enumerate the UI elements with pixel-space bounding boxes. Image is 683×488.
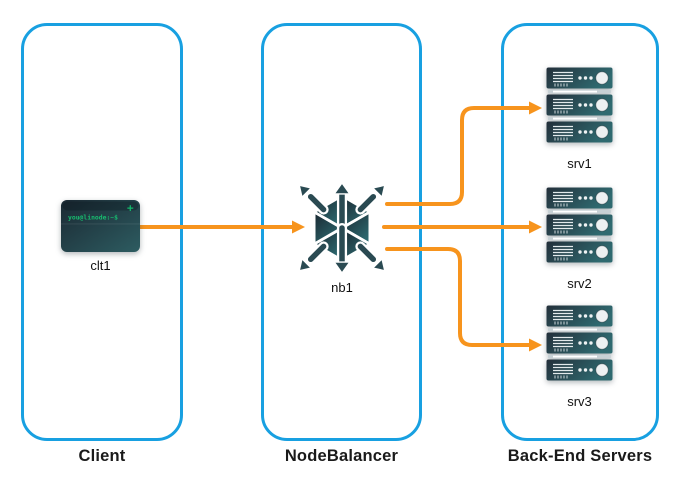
server-icon-srv3 bbox=[546, 305, 613, 381]
srv2-label: srv2 bbox=[567, 276, 592, 291]
nodebalancer-icon bbox=[296, 182, 388, 274]
client-zone-title: Client bbox=[78, 447, 126, 465]
client-zone bbox=[21, 23, 183, 441]
nodebalancer-zone-title: NodeBalancer bbox=[284, 447, 399, 465]
backend-zone-title: Back-End Servers bbox=[507, 447, 653, 465]
nodebalancer-zone bbox=[261, 23, 422, 441]
server-icon-srv1 bbox=[546, 67, 613, 143]
terminal-window-control: + bbox=[127, 202, 134, 215]
arrow-nb1-to-srv2 bbox=[382, 220, 542, 234]
nb1-label: nb1 bbox=[331, 280, 353, 295]
terminal-prompt-text: you@linode:~$ bbox=[68, 214, 118, 222]
clt1-label: clt1 bbox=[90, 258, 111, 273]
terminal-icon: + you@linode:~$ bbox=[61, 200, 140, 252]
arrow-clt1-to-nb1 bbox=[138, 220, 305, 234]
backend-zone bbox=[501, 23, 659, 441]
arrow-nb1-to-srv1 bbox=[385, 101, 542, 206]
srv1-label: srv1 bbox=[567, 156, 592, 171]
server-icon-srv2 bbox=[546, 187, 613, 263]
arrow-nb1-to-srv3 bbox=[385, 247, 542, 352]
srv3-label: srv3 bbox=[567, 394, 592, 409]
